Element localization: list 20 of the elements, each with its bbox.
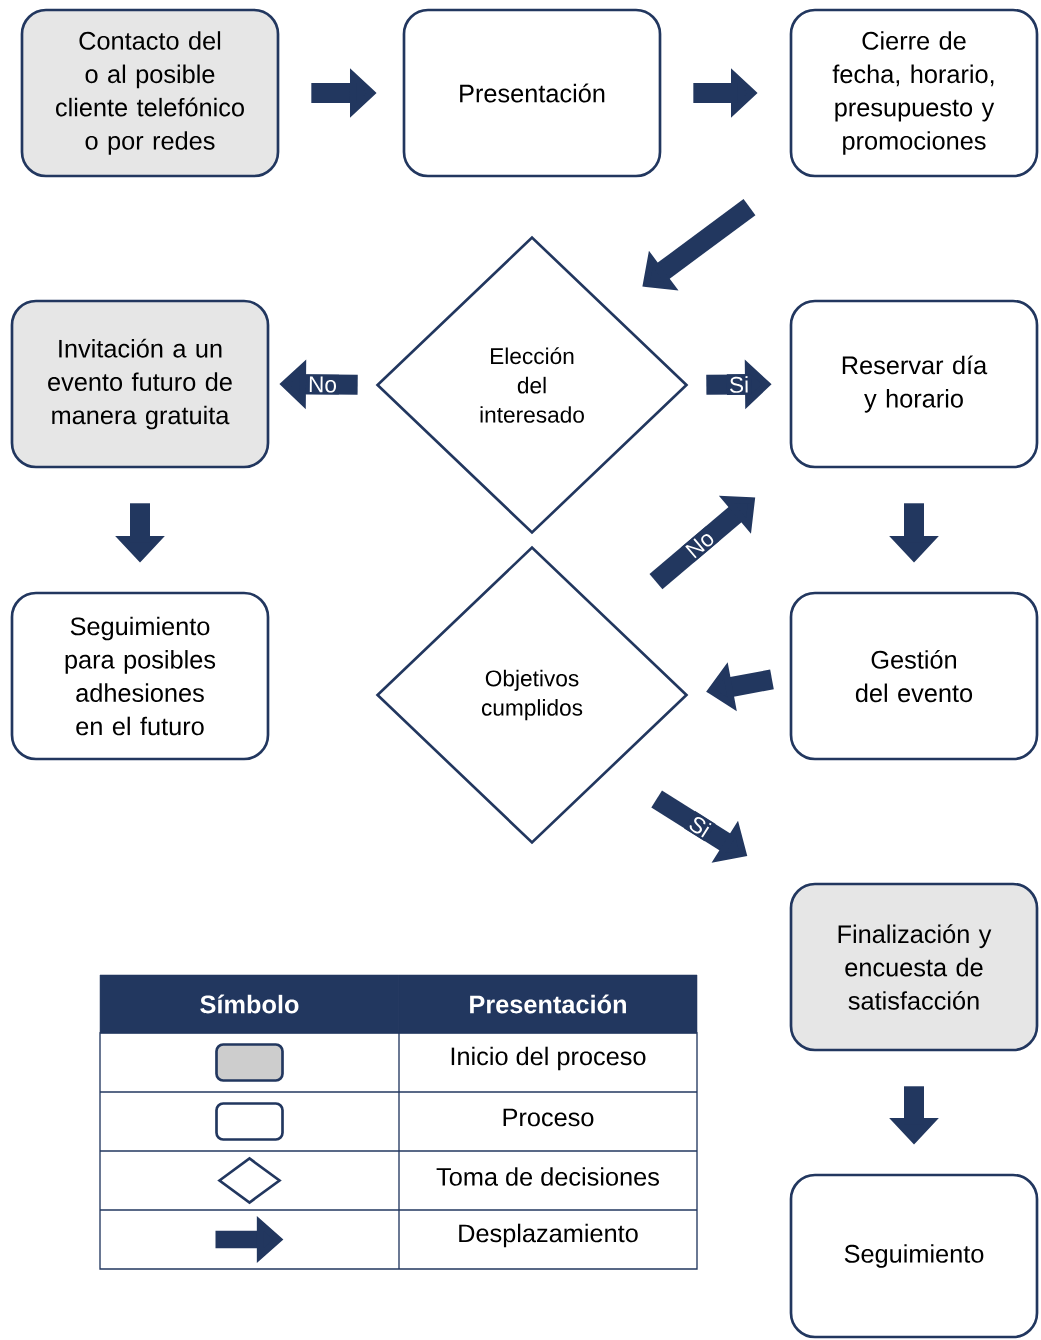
start-box: Contacto del o al posible cliente telefónico o por redes (20, 8, 280, 178)
legend-label: Toma de decisiones (436, 1167, 659, 1186)
process-box: Reservar día y horario (789, 299, 1039, 469)
edge-label: Si (684, 811, 716, 842)
process-box: Presentación (402, 8, 662, 178)
legend-label: Proceso (503, 1108, 594, 1127)
block-arrow (642, 199, 756, 291)
process-box: Seguimiento (789, 1173, 1039, 1339)
process-box: Seguimiento para posibles adhesiones en el futuro (10, 591, 270, 761)
start-box: Finalización y encuesta de satisfacción (789, 882, 1039, 1052)
process-box: Gestión del evento (789, 591, 1039, 761)
legend-label: Inicio del proceso (451, 1046, 646, 1071)
table-header-cell: Presentación (398, 974, 698, 1034)
edge-label: Si (726, 374, 752, 395)
table-header-cell: Símbolo (99, 974, 400, 1034)
edge-label: No (305, 374, 340, 395)
process-box: Cierre de fecha, horario, presupuesto y promociones (789, 8, 1039, 178)
edge-label: No (680, 526, 719, 563)
legend-label: Desplazamiento (459, 1223, 638, 1248)
start-box: Invitación a un evento futuro de manera gratuita (10, 299, 270, 469)
